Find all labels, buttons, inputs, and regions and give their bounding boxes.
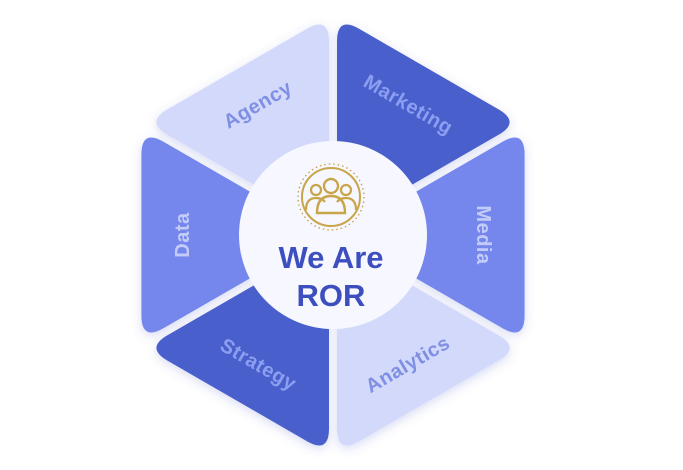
- segment-label-media: Media: [472, 205, 494, 265]
- center-circle: [239, 141, 427, 329]
- segment-label-data: Data: [172, 212, 194, 258]
- center-title-line2: ROR: [297, 278, 366, 313]
- segment-media: [341, 137, 525, 333]
- segment-data: [141, 137, 325, 333]
- people-group-icon: [297, 163, 365, 231]
- center-title-line1: We Are: [278, 240, 383, 275]
- center-hub: We Are ROR: [239, 141, 427, 329]
